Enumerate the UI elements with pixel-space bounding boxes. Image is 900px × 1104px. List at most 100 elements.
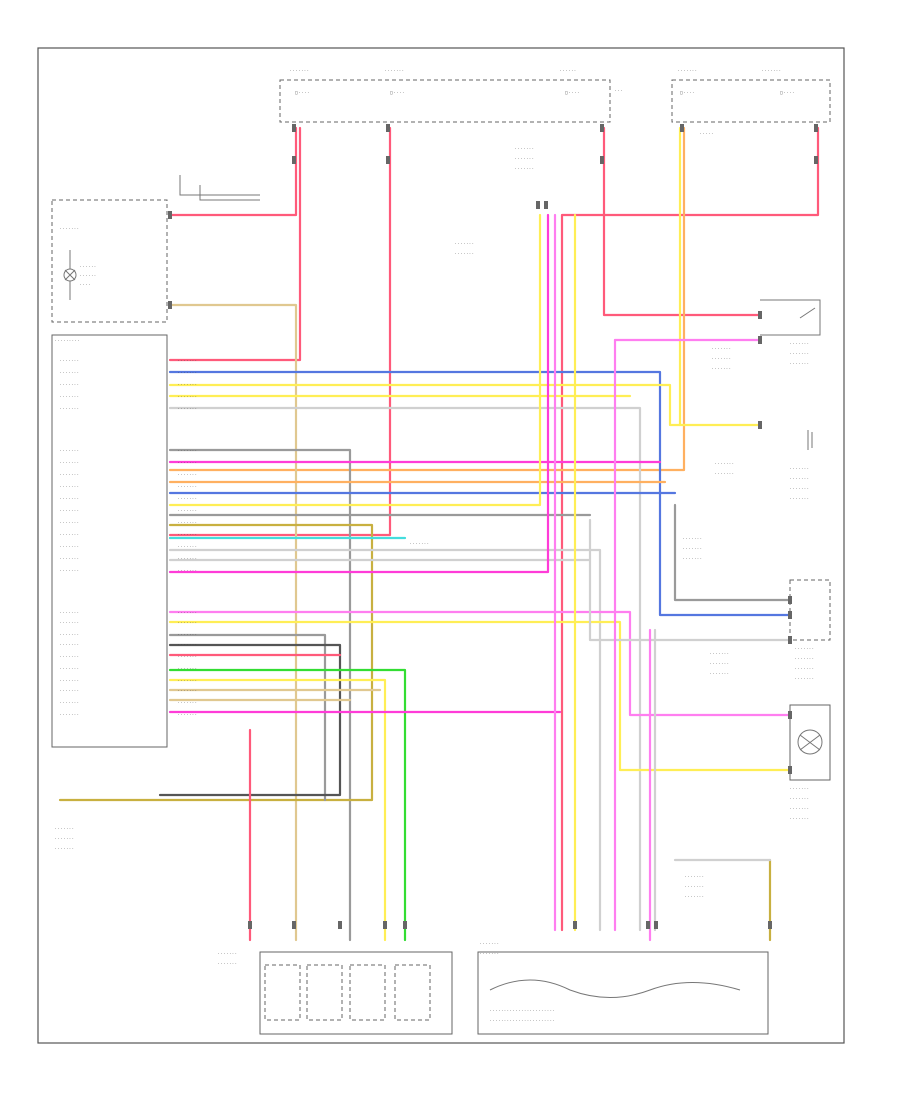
illegible-label-mark-12: · · · · · · · xyxy=(60,521,79,526)
svg-text:· · · · · · ·: · · · · · · · xyxy=(60,227,79,232)
connector-pin-29 xyxy=(788,711,792,719)
illegible-label-mark-74: · · · · · · · xyxy=(710,662,729,667)
illegible-label-mark-72: · · · · · · · xyxy=(683,557,702,562)
illegible-label-mark-7: · · · · · · · xyxy=(60,461,79,466)
connector-pin-7 xyxy=(386,156,390,164)
illegible-label-mark-53: · · · · · · · xyxy=(515,147,534,152)
wire-light-grey-21 xyxy=(168,548,602,932)
connector-pin-25 xyxy=(758,421,762,429)
illegible-label-mark-58: · · · · · · · xyxy=(712,347,731,352)
connector-pin-28 xyxy=(788,636,792,644)
illegible-label-mark-23: · · · · · · · xyxy=(60,679,79,684)
illegible-label-mark-41: · · · · · · · xyxy=(178,557,197,562)
illegible-label-mark-38: · · · · · · · xyxy=(178,521,197,526)
illegible-label-mark-57: · · · · · · · xyxy=(455,252,474,257)
illegible-label-mark-5: · · · · · · · xyxy=(60,407,79,412)
wire-green-29 xyxy=(168,668,407,942)
illegible-label-mark-48: · · · · · · · xyxy=(178,667,197,672)
wire-grey-13 xyxy=(168,448,352,942)
illegible-label-mark-37: · · · · · · · xyxy=(178,509,197,514)
illegible-label-mark-86: · · · · · · · xyxy=(55,847,74,852)
illegible-label-mark-18: · · · · · · · xyxy=(60,621,79,626)
bottom-right-connector xyxy=(477,951,769,1035)
illegible-label-mark-55: · · · · · · · xyxy=(515,167,534,172)
illegible-label-mark-30: · · · · · · · xyxy=(178,395,197,400)
connector-pin-10 xyxy=(536,201,540,209)
illegible-label-mark-6: · · · · · · · xyxy=(60,449,79,454)
svg-text:· · · · · · ·: · · · · · · · xyxy=(762,69,781,74)
illegible-label-mark-49: · · · · · · · xyxy=(178,679,197,684)
wire-magenta-23 xyxy=(168,213,550,574)
connector-pin-8 xyxy=(600,156,604,164)
illegible-label-mark-43: · · · · · · · xyxy=(178,611,197,616)
svg-text:· · · · · ·: · · · · · · xyxy=(80,274,96,279)
illegible-label-mark-36: · · · · · · · xyxy=(178,497,197,502)
connector-pin-20 xyxy=(646,921,650,929)
connector-pin-16 xyxy=(338,921,342,929)
svg-text:▯ · · · ·: ▯ · · · · xyxy=(780,91,794,96)
left-upper-component xyxy=(51,199,168,323)
illegible-label-mark-60: · · · · · · · xyxy=(712,367,731,372)
connector-pin-26 xyxy=(788,596,792,604)
illegible-label-mark-69: · · · · · · · xyxy=(790,497,809,502)
illegible-label-mark-89: · · · · · · · xyxy=(685,895,704,900)
illegible-label-mark-64: · · · · · · · xyxy=(715,462,734,467)
svg-text:· · · · ·: · · · · · xyxy=(700,132,713,137)
connector-pin-27 xyxy=(788,611,792,619)
illegible-label-mark-78: · · · · · · · xyxy=(795,667,814,672)
illegible-label-mark-87: · · · · · · · xyxy=(685,875,704,880)
actuator-symbol-icon xyxy=(797,729,823,755)
connector-pin-4 xyxy=(680,124,684,132)
wire-yellow-10 xyxy=(168,383,762,427)
connector-pin-21 xyxy=(654,921,658,929)
fuse-block-top-right xyxy=(671,79,831,123)
illegible-label-mark-44: · · · · · · · xyxy=(178,621,197,626)
illegible-label-mark-93: · · · · · · · xyxy=(218,962,237,967)
illegible-label-mark-14: · · · · · · · xyxy=(60,545,79,550)
illegible-label-mark-84: · · · · · · · xyxy=(55,827,74,832)
actuator-symbol-cross xyxy=(799,734,821,751)
illegible-label-mark-31: · · · · · · · xyxy=(178,407,197,412)
illegible-label-mark-4: · · · · · · · xyxy=(60,395,79,400)
illegible-label-mark-20: · · · · · · · xyxy=(60,643,79,648)
illegible-label-mark-42: · · · · · · · xyxy=(178,569,197,574)
connector-pin-6 xyxy=(292,156,296,164)
wire-layer xyxy=(58,126,820,942)
illegible-label-mark-26: · · · · · · · xyxy=(60,713,79,718)
wire-yellow-25 xyxy=(168,620,792,772)
connector-pin-2 xyxy=(386,124,390,132)
wire-red-5 xyxy=(560,126,820,932)
illegible-label-mark-19: · · · · · · · xyxy=(60,633,79,638)
illegible-label-mark-88: · · · · · · · xyxy=(685,885,704,890)
illegible-label-mark-73: · · · · · · · xyxy=(710,652,729,657)
illegible-label-mark-92: · · · · · · · xyxy=(218,952,237,957)
illegible-label-mark-33: · · · · · · · xyxy=(178,461,197,466)
illegible-label-mark-77: · · · · · · · xyxy=(795,657,814,662)
fuse-block-top-right-marks: · · · · · · · · · · · · · · ▯ · · · · ▯ … xyxy=(678,69,794,137)
illegible-label-mark-51: · · · · · · · xyxy=(178,701,197,706)
illegible-label-mark-13: · · · · · · · xyxy=(60,533,79,538)
illegible-label-mark-1: · · · · · · · xyxy=(60,359,79,364)
illegible-label-mark-67: · · · · · · · xyxy=(790,477,809,482)
fuse-block-top-left-marks: · · · · · · · · · · · · · · · · · · · · … xyxy=(290,69,622,96)
connector-pin-22 xyxy=(768,921,772,929)
connector-pin-30 xyxy=(788,766,792,774)
illegible-label-mark-80: · · · · · · · xyxy=(790,787,809,792)
wire-orange-6 xyxy=(168,126,686,472)
connector-pin-12 xyxy=(168,211,172,219)
illegible-label-mark-35: · · · · · · · xyxy=(178,485,197,490)
illegible-label-mark-59: · · · · · · · xyxy=(712,357,731,362)
illegible-label-mark-83: · · · · · · · xyxy=(790,817,809,822)
fuse-block-top-left xyxy=(279,79,611,123)
bottom-left-connector xyxy=(259,951,453,1035)
diagram-frame xyxy=(37,47,845,1044)
illegible-label-mark-61: · · · · · · · xyxy=(790,342,809,347)
illegible-label-mark-32: · · · · · · · xyxy=(178,449,197,454)
illegible-label-mark-56: · · · · · · · xyxy=(455,242,474,247)
illegible-label-mark-62: · · · · · · · xyxy=(790,352,809,357)
illegible-label-mark-27: · · · · · · · xyxy=(178,359,197,364)
brake-switch-contact xyxy=(799,307,816,319)
left-main-module xyxy=(51,334,168,748)
